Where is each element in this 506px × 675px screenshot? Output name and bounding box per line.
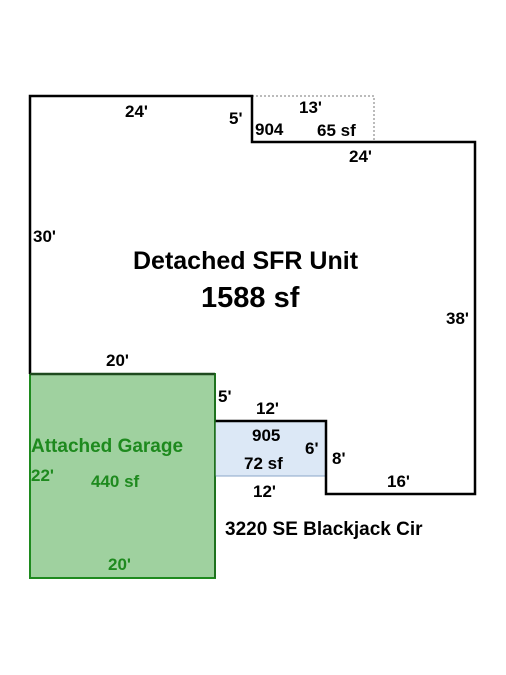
section-904-outline xyxy=(252,95,375,142)
dim-bottom-right: 16' xyxy=(387,472,410,491)
dim-notch-down: 5' xyxy=(229,109,243,128)
dim-above-garage: 20' xyxy=(106,351,129,370)
main-unit-outline xyxy=(28,94,477,496)
garage-dim-left: 22' xyxy=(31,466,54,485)
dim-top-right: 24' xyxy=(349,147,372,166)
dim-top-left: 24' xyxy=(125,102,148,121)
section-905-id: 905 xyxy=(252,426,281,445)
section-905-area xyxy=(214,420,327,477)
garage-title: Attached Garage xyxy=(31,436,184,457)
dim-905-right: 6' xyxy=(305,439,319,458)
dim-notch-top: 13' xyxy=(299,98,322,117)
garage-area-label: 440 sf xyxy=(91,472,140,491)
garage-dim-bottom: 20' xyxy=(108,555,131,574)
dim-left: 30' xyxy=(33,227,56,246)
section-905-area: 72 sf xyxy=(244,454,283,473)
property-address: 3220 SE Blackjack Cir xyxy=(225,519,423,540)
section-904-id: 904 xyxy=(255,120,284,139)
garage-area xyxy=(29,373,216,579)
dim-right: 38' xyxy=(446,309,469,328)
dim-905-drop: 5' xyxy=(218,387,232,406)
dim-905-bottom: 12' xyxy=(253,482,276,501)
main-unit-title: Detached SFR Unit xyxy=(133,247,359,275)
dim-905-top: 12' xyxy=(256,399,279,418)
dim-905-step: 8' xyxy=(332,449,346,468)
section-904-area: 65 sf xyxy=(317,121,356,140)
main-unit-area: 1588 sf xyxy=(201,282,300,314)
